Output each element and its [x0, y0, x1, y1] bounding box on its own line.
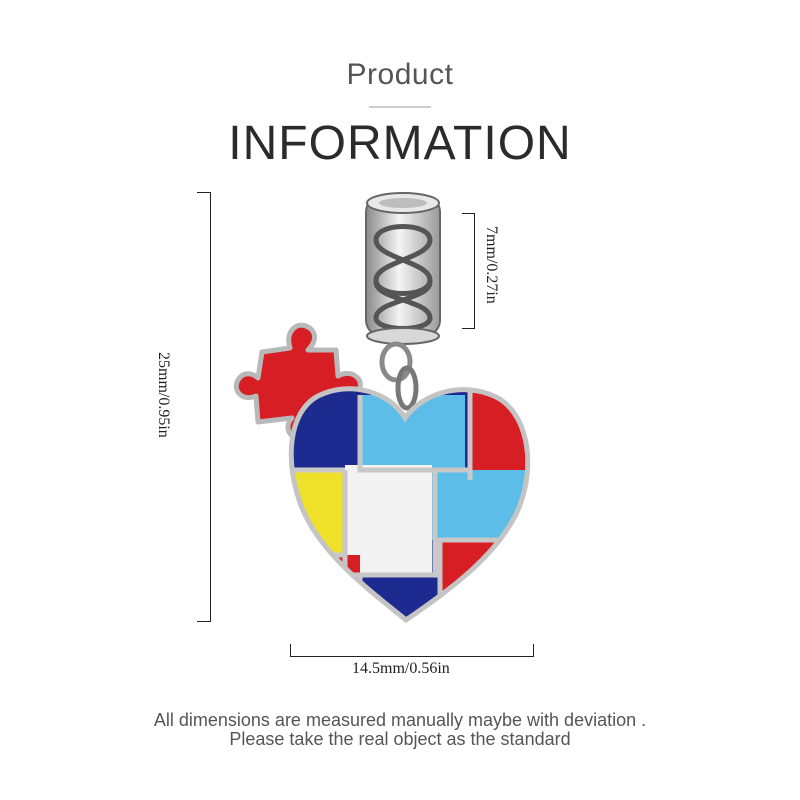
jump-rings — [379, 341, 419, 411]
product-subtitle: Product — [346, 58, 454, 91]
page-title: INFORMATION — [228, 117, 572, 170]
width-label: 14.5mm/0.56in — [352, 660, 450, 677]
puzzle-heart — [288, 386, 531, 624]
subtitle-divider — [369, 106, 431, 108]
disclaimer-line-1: All dimensions are measured manually may… — [153, 710, 647, 730]
disclaimer-line-2: Please take the real object as the stand… — [229, 729, 571, 749]
charm-bail — [365, 192, 441, 345]
